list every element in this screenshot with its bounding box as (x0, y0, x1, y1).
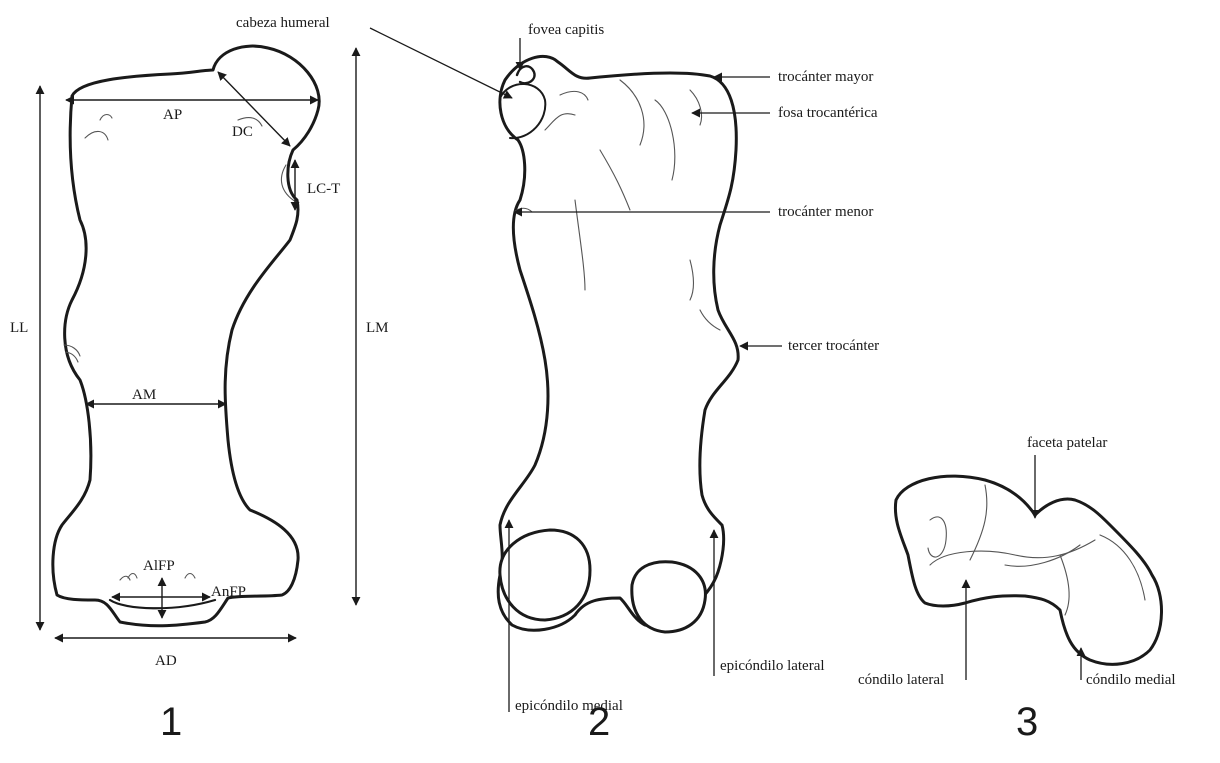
label-fovea-capitis: fovea capitis (528, 22, 604, 38)
label-ad: AD (155, 653, 177, 669)
panel-1-bone (53, 46, 319, 626)
label-tercer-trocanter: tercer trocánter (788, 338, 879, 354)
panel-number-2: 2 (588, 700, 610, 744)
panel-number-1: 1 (160, 700, 182, 744)
label-trocanter-mayor: trocánter mayor (778, 69, 873, 85)
label-am: AM (132, 387, 156, 403)
label-fosa-trocanterica: fosa trocantérica (778, 105, 878, 121)
label-ap: AP (163, 107, 182, 123)
label-dc: DC (232, 124, 253, 140)
pointer-cabeza-humeral (370, 28, 512, 98)
label-anfp: AnFP (211, 584, 246, 600)
panel-numbers: 1 2 3 (160, 700, 1038, 744)
label-alfp: AlFP (143, 558, 175, 574)
label-cabeza-humeral: cabeza humeral (236, 15, 330, 31)
label-faceta-patelar: faceta patelar (1027, 435, 1107, 451)
label-epicondilo-lateral: epicóndilo lateral (720, 658, 825, 674)
label-condilo-medial: cóndilo medial (1086, 672, 1176, 688)
label-lm: LM (366, 320, 389, 336)
panel-2-bone (498, 56, 738, 632)
panel-3-bone (895, 476, 1161, 664)
label-condilo-lateral: cóndilo lateral (858, 672, 944, 688)
label-ll: LL (10, 320, 28, 336)
label-lct: LC-T (307, 181, 340, 197)
label-trocanter-menor: trocánter menor (778, 204, 873, 220)
panel-number-3: 3 (1016, 700, 1038, 744)
